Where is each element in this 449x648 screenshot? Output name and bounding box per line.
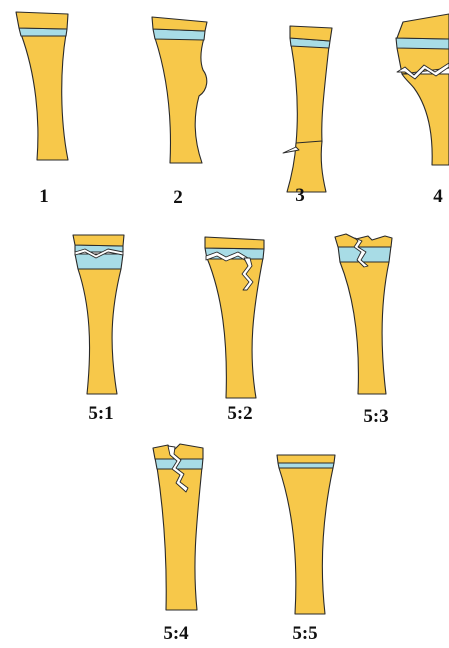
epiphysis: [153, 444, 203, 459]
bone-shaft: [279, 468, 333, 614]
bone-figure-5-2: 5:2: [205, 237, 264, 424]
epiphysis: [397, 14, 449, 39]
bone-shaft: [157, 467, 202, 610]
bone-shaft: [402, 74, 449, 165]
epiphysis: [73, 235, 124, 246]
bone-figure-5-1: 5:1: [73, 235, 124, 424]
figure-label: 5:1: [88, 403, 113, 424]
bone-shaft: [21, 34, 68, 160]
bone-figure-3: 3: [283, 26, 332, 206]
bone-figure-5-5: 5:5: [277, 455, 335, 644]
epiphysis: [290, 26, 332, 41]
bone-shaft: [207, 258, 263, 398]
bone-figure-2: 2: [152, 17, 207, 208]
figure-label: 5:4: [163, 623, 189, 644]
bone-figure-1: 1: [16, 12, 68, 207]
figure-label: 5:3: [363, 406, 388, 427]
figure-label: 5:5: [292, 623, 317, 644]
bone-shaft: [340, 262, 389, 394]
growth-plate-compressed: [278, 463, 334, 468]
bone-figure-5-4: 5:4: [153, 444, 203, 644]
epiphysis: [205, 237, 264, 249]
bone-figure-5-3: 5:3: [335, 234, 392, 427]
figure-label: 4: [433, 186, 443, 207]
figure-label: 2: [173, 187, 183, 208]
bone-shaft: [78, 269, 121, 394]
epiphysis: [152, 17, 207, 31]
epiphysis: [16, 12, 68, 29]
bone-shaft: [155, 38, 207, 163]
epiphysis: [335, 234, 392, 247]
figure-label: 3: [295, 185, 305, 206]
figure-label: 5:2: [227, 403, 252, 424]
figure-label: 1: [39, 186, 49, 207]
bone-figure-4: 4: [396, 14, 449, 207]
bone-shaft-upper: [291, 44, 329, 144]
epiphysis: [277, 455, 335, 463]
growth-plate: [396, 38, 449, 49]
